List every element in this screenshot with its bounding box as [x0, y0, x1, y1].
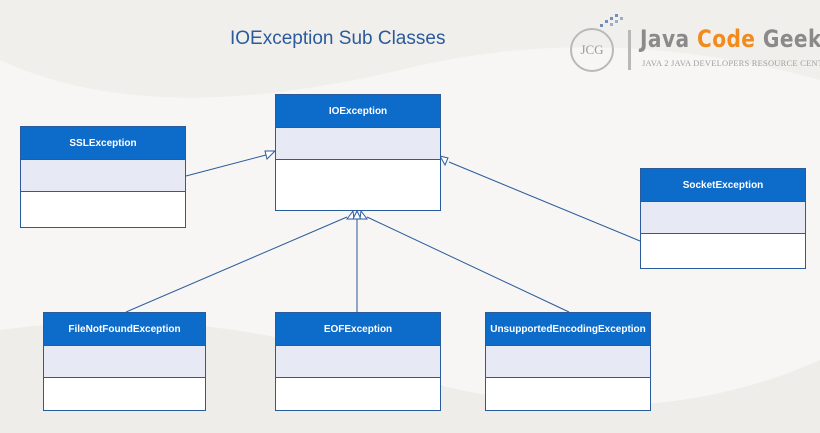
class-eofexception-attributes	[276, 345, 440, 378]
logo-tagline: JAVA 2 JAVA DEVELOPERS RESOURCE CENTER	[642, 58, 820, 68]
class-unsupportedencodingexception-name: UnsupportedEncodingException	[486, 313, 650, 345]
class-socketexception-attributes	[641, 201, 805, 234]
logo-name-geeks: Geeks	[762, 25, 820, 53]
class-eofexception: EOFException	[275, 312, 441, 411]
arrowhead-eofexception	[352, 209, 362, 220]
class-ioexception-attributes	[276, 127, 440, 160]
class-filenotfoundexception-name: FileNotFoundException	[44, 313, 205, 345]
logo-monogram: JCG	[570, 28, 614, 72]
class-filenotfoundexception: FileNotFoundException	[43, 312, 206, 411]
logo-name-code: Code	[696, 25, 756, 53]
logo-name: Java Code Geeks	[640, 25, 820, 53]
java-code-geeks-logo: JCG Java Code Geeks JAVA 2 JAVA DEVELOPE…	[568, 12, 820, 74]
class-sslexception-attributes	[21, 159, 185, 192]
class-filenotfoundexception-attributes	[44, 345, 205, 378]
arrowhead-sslexception	[264, 150, 277, 160]
logo-divider	[628, 30, 631, 70]
arrowhead-unsupportedencodingexception	[359, 209, 368, 220]
class-ioexception: IOException	[275, 94, 441, 211]
arrowhead-filenotfoundexception	[346, 209, 355, 220]
logo-dots-icon	[600, 14, 623, 27]
arrowhead-socketexception	[439, 155, 449, 167]
diagram-title: IOException Sub Classes	[230, 28, 446, 49]
class-ioexception-name: IOException	[276, 95, 440, 127]
edge-filenotfoundexception-ioexception	[125, 216, 348, 313]
class-sslexception: SSLException	[20, 126, 186, 228]
class-unsupportedencodingexception-attributes	[486, 345, 650, 378]
class-sslexception-name: SSLException	[21, 127, 185, 159]
class-eofexception-name: EOFException	[276, 313, 440, 345]
logo-name-java: Java	[640, 25, 690, 53]
class-socketexception: SocketException	[640, 168, 806, 269]
edge-sslexception-ioexception	[185, 154, 267, 177]
class-unsupportedencodingexception: UnsupportedEncodingException	[485, 312, 651, 411]
edge-unsupportedencodingexception-ioexception	[366, 216, 570, 313]
class-socketexception-name: SocketException	[641, 169, 805, 201]
edge-socketexception-ioexception	[448, 161, 641, 242]
